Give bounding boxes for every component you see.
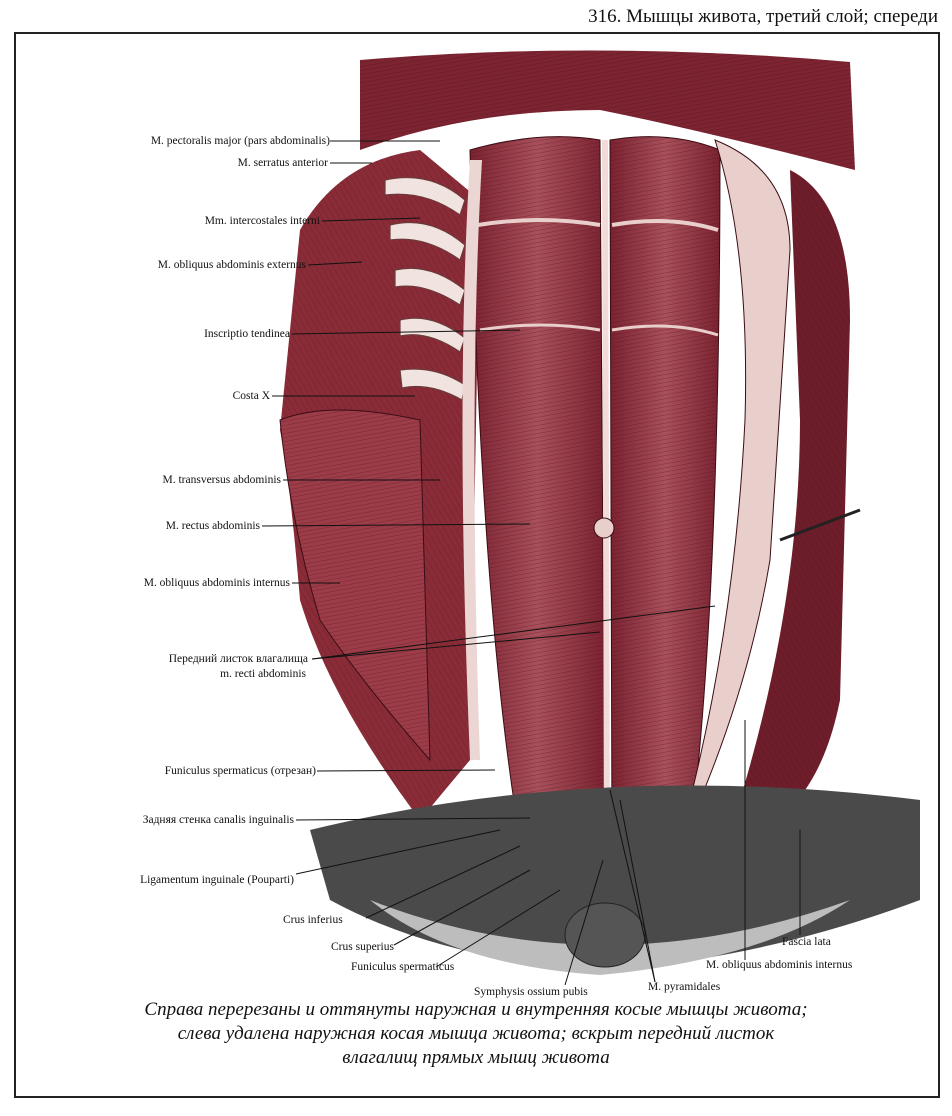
label-anterior-sheath: Передний листок влагалища <box>168 653 308 665</box>
label-crus-superius: Crus superius <box>331 941 394 953</box>
figure-caption: Справа перерезаны и оттянуты наружная и … <box>40 998 912 1070</box>
label-canalis-inguinalis: Задняя стенка canalis inguinalis <box>142 814 294 826</box>
pubic-symphysis <box>564 902 646 968</box>
caption-line-1: Справа перерезаны и оттянуты наружная и … <box>144 999 808 1020</box>
label-funiculus-cut: Funiculus spermaticus (отрезан) <box>164 765 316 777</box>
label-costa-x: Costa X <box>232 390 270 402</box>
label-pyramidales: M. pyramidales <box>648 981 721 993</box>
label-serratus-anterior: M. serratus anterior <box>237 157 328 169</box>
label-intercostales-interni: Mm. intercostales interni <box>204 215 320 227</box>
caption-line-2: слева удалена наружная косая мышца живот… <box>177 1023 775 1044</box>
label-crus-inferius: Crus inferius <box>283 914 343 926</box>
anterior-sheath-right <box>689 139 791 801</box>
page-title: 316. Мышцы живота, третий слой; спереди <box>588 6 938 27</box>
ribs <box>384 177 466 401</box>
retractor <box>779 508 861 542</box>
label-obliquus-internus-left: M. obliquus abdominis internus <box>143 577 290 589</box>
leader-lines <box>261 140 801 986</box>
label-inscriptio-tendinea: Inscriptio tendinea <box>204 328 290 340</box>
umbilicus <box>593 517 615 539</box>
label-obliquus-internus-right: M. obliquus abdominis internus <box>706 959 853 971</box>
left-sheath <box>462 160 482 760</box>
label-rectus: M. rectus abdominis <box>165 520 260 532</box>
label-ligamentum-inguinale: Ligamentum inguinale (Pouparti) <box>140 874 294 886</box>
figure-frame <box>14 32 940 1098</box>
pelvis-shadow <box>310 785 920 970</box>
label-transversus: M. transversus abdominis <box>162 474 281 486</box>
label-fascia-lata: Fascia lata <box>782 936 831 948</box>
label-anterior-sheath-2: m. recti abdominis <box>220 668 306 680</box>
label-obliquus-externus: M. obliquus abdominis externus <box>157 259 306 271</box>
label-funiculus-spermaticus: Funiculus spermaticus <box>351 961 455 973</box>
label-symphysis: Symphysis ossium pubis <box>474 986 588 998</box>
label-pectoralis-major: M. pectoralis major (pars abdominalis) <box>150 135 330 147</box>
caption-line-3: влагалищ прямых мышц живота <box>342 1047 610 1068</box>
